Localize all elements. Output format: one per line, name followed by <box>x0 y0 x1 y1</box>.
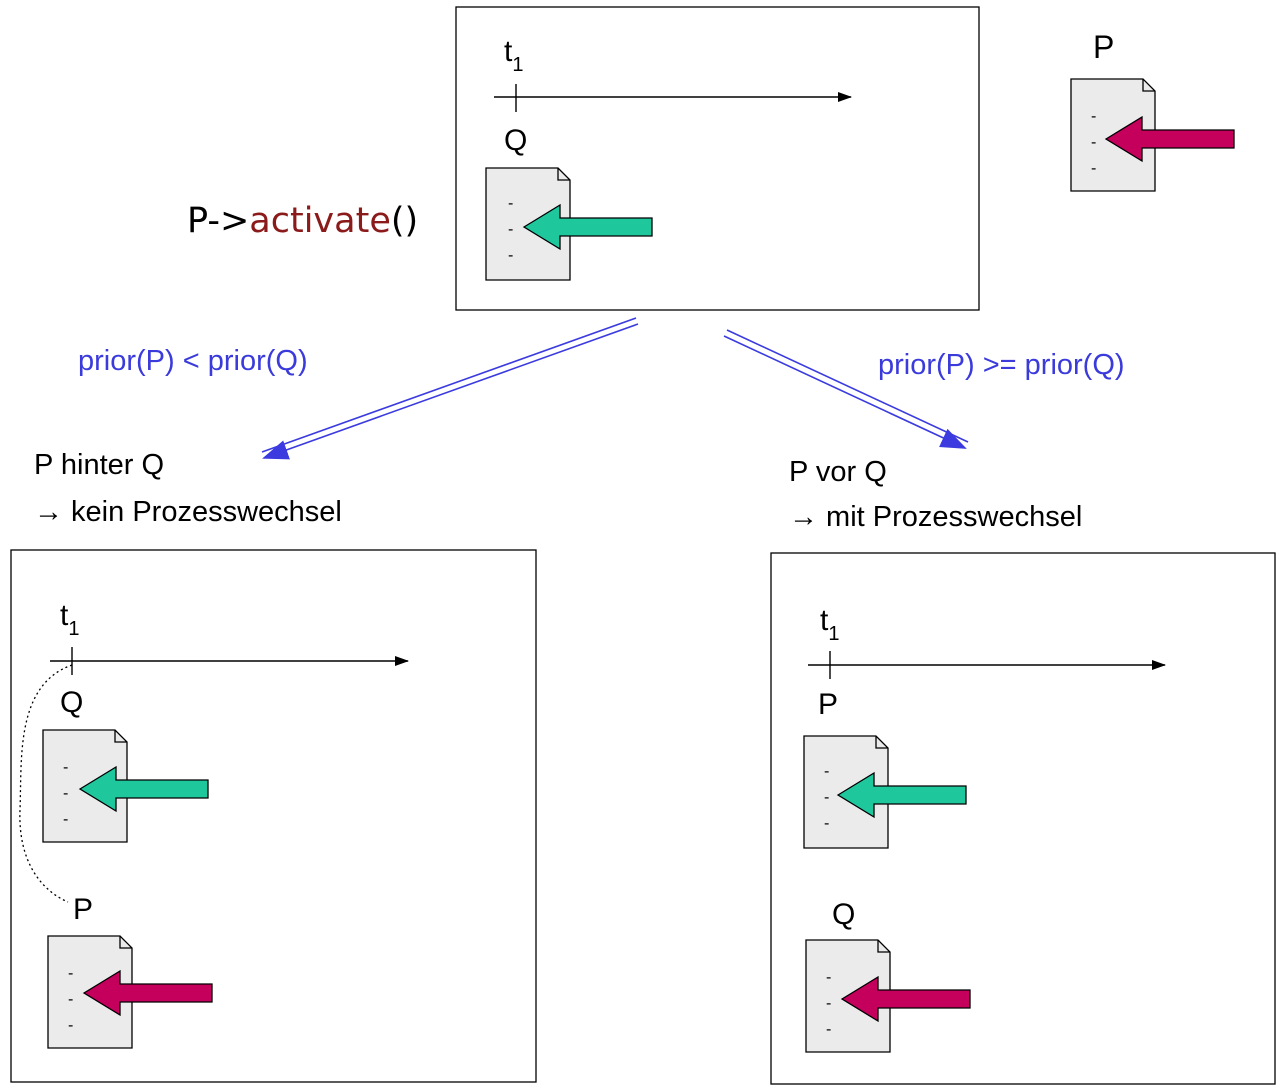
left-q-document: - - - <box>42 729 128 843</box>
doc-mark: - <box>824 815 829 832</box>
left-scene: t1 Q - - - P - - - <box>10 549 537 1083</box>
doc-mark: - <box>63 785 68 802</box>
right-axis-label: t1 <box>820 604 839 645</box>
left-axis-label: t1 <box>60 599 79 640</box>
doc-mark: - <box>1091 160 1096 177</box>
left-p-document: - - - <box>47 935 133 1049</box>
top-queue-head-label: Q <box>504 124 527 157</box>
left-result-line1: P hinter Q <box>34 449 164 481</box>
right-scene: t1 P - - - Q - - - <box>770 552 1276 1085</box>
doc-mark: - <box>508 195 513 212</box>
right-second-process-label: Q <box>832 898 855 931</box>
doc-mark: - <box>824 763 829 780</box>
waiting-process-p-document: - - - <box>1070 78 1156 192</box>
doc-mark: - <box>1091 134 1096 151</box>
branch-edge-right <box>723 329 969 449</box>
doc-mark: - <box>68 1017 73 1034</box>
doc-mark: - <box>1091 108 1096 125</box>
activate-call-label: P->activate() <box>187 201 418 241</box>
right-result-line1: P vor Q <box>789 456 887 488</box>
top-axis-label: t1 <box>504 35 523 76</box>
right-first-process-label: P <box>818 688 838 721</box>
top-scene: t1 Q - - - P->activate() P - - - <box>187 6 1235 311</box>
condition-left-label: prior(P) < prior(Q) <box>78 345 308 377</box>
condition-right-label: prior(P) >= prior(Q) <box>878 349 1125 381</box>
top-process-q-document: - - - <box>485 167 571 281</box>
doc-mark: - <box>824 789 829 806</box>
doc-mark: - <box>63 811 68 828</box>
right-q-document: - - - <box>805 939 891 1053</box>
doc-mark: - <box>826 995 831 1012</box>
doc-mark: - <box>508 247 513 264</box>
branch-edge-left <box>261 317 639 460</box>
doc-mark: - <box>508 221 513 238</box>
waiting-process-label: P <box>1093 29 1114 65</box>
right-result-line2: → mit Prozesswechsel <box>789 501 1082 533</box>
doc-mark: - <box>826 1021 831 1038</box>
doc-mark: - <box>68 965 73 982</box>
left-first-process-label: Q <box>60 686 83 719</box>
doc-mark: - <box>826 969 831 986</box>
doc-mark: - <box>63 759 68 776</box>
left-second-process-label: P <box>73 893 93 926</box>
right-p-document: - - - <box>803 735 889 849</box>
left-result-line2: → kein Prozesswechsel <box>34 496 342 528</box>
doc-mark: - <box>68 991 73 1008</box>
